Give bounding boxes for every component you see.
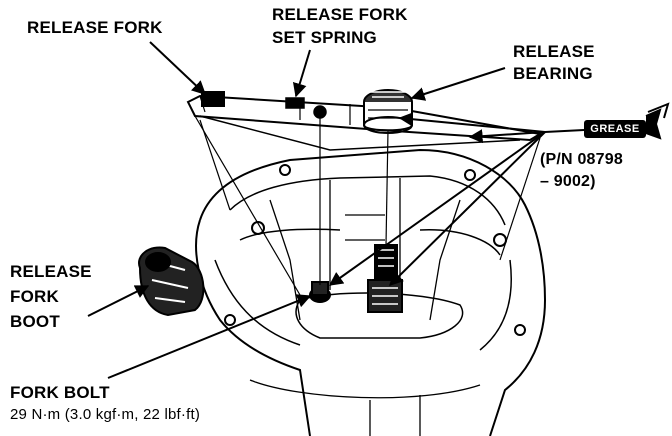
release-fork-set-spring bbox=[285, 97, 327, 119]
label-part-number-line2: – 9002) bbox=[540, 173, 596, 190]
release-bearing bbox=[363, 89, 413, 134]
release-fork bbox=[186, 91, 543, 151]
label-release-bearing-line1: RELEASE bbox=[513, 42, 595, 61]
label-release-fork-set-spring-line2: SET SPRING bbox=[272, 28, 377, 47]
transmission-housing bbox=[195, 148, 547, 436]
label-part-number-line1: (P/N 08798 bbox=[540, 151, 623, 168]
label-release-fork-set-spring-line1: RELEASE FORK bbox=[272, 5, 408, 24]
label-release-fork-boot-line2: FORK bbox=[10, 287, 59, 306]
release-fork-boot bbox=[138, 246, 205, 317]
leader-arrows bbox=[87, 41, 546, 379]
label-fork-bolt: FORK BOLT bbox=[10, 383, 110, 402]
label-fork-bolt-torque: 29 N·m (3.0 kgf·m, 22 lbf·ft) bbox=[10, 406, 201, 423]
label-release-fork: RELEASE FORK bbox=[27, 18, 163, 37]
exploded-view-guides bbox=[194, 115, 541, 296]
grease-tag: GREASE bbox=[584, 120, 646, 138]
label-release-bearing-line2: BEARING bbox=[513, 64, 593, 83]
fork-bolt bbox=[309, 281, 331, 303]
label-release-fork-boot-line1: RELEASE bbox=[10, 262, 92, 281]
label-release-fork-boot-line3: BOOT bbox=[10, 312, 60, 331]
grease-gun-icon bbox=[544, 102, 670, 140]
